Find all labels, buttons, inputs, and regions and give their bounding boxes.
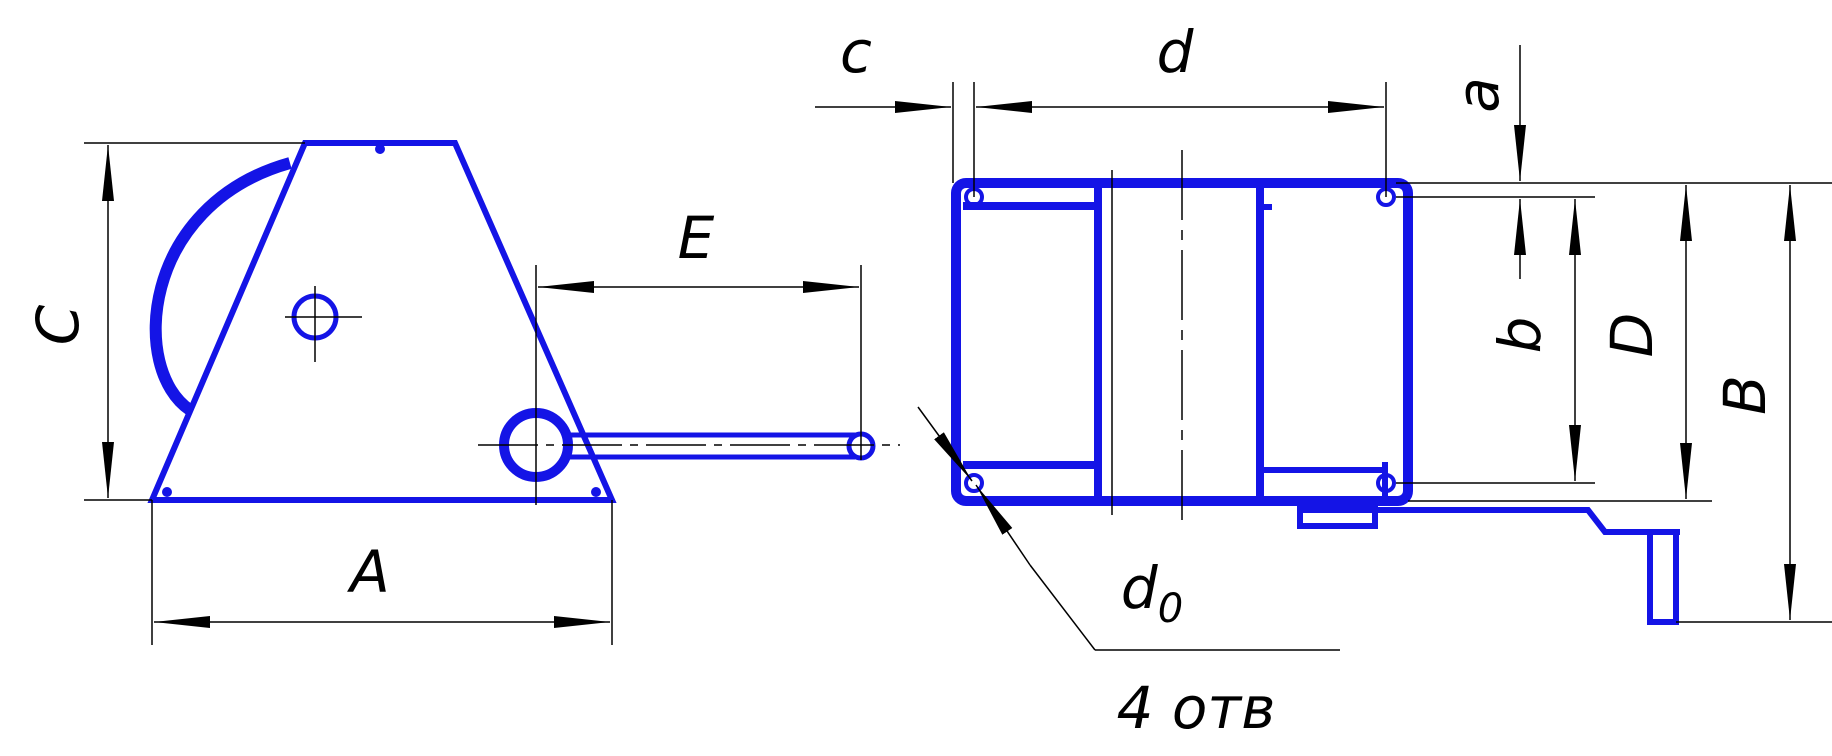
mount-hole-3 bbox=[964, 473, 984, 493]
label-d: d bbox=[1157, 18, 1195, 86]
label-a: a bbox=[1444, 77, 1512, 113]
label-A: A bbox=[346, 538, 390, 606]
plan-view: c d a b D B d0 4 отв bbox=[815, 18, 1832, 742]
label-d0: d0 bbox=[1121, 554, 1183, 632]
label-E: E bbox=[678, 204, 715, 272]
label-b: b bbox=[1486, 317, 1554, 354]
bolt-bottom-left bbox=[162, 487, 172, 497]
crank-handle bbox=[1647, 529, 1679, 625]
crank bbox=[1298, 507, 1680, 535]
label-C: C bbox=[24, 304, 92, 345]
label-c: c bbox=[840, 18, 872, 86]
label-holes: 4 отв bbox=[1117, 674, 1276, 742]
label-B: B bbox=[1711, 375, 1779, 415]
bolt-top bbox=[375, 144, 385, 154]
handle-arm bbox=[565, 432, 855, 460]
bolt-bottom-right bbox=[591, 487, 601, 497]
mount-hole-4 bbox=[1376, 473, 1396, 493]
drum-arc bbox=[149, 157, 292, 415]
label-D: D bbox=[1598, 313, 1666, 358]
side-view: C A E bbox=[24, 140, 900, 645]
